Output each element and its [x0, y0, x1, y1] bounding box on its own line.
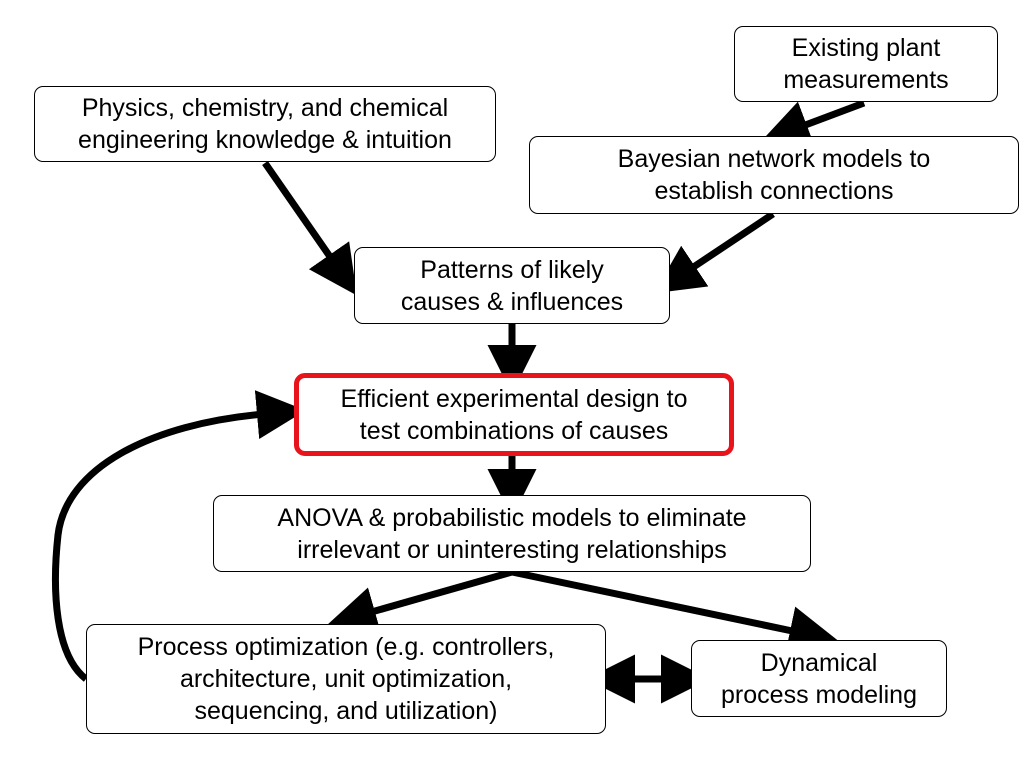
- node-text-line: process modeling: [721, 680, 917, 709]
- arrow-anova-to-dynamical: [511, 568, 839, 655]
- node-text-line: irrelevant or uninteresting relationship…: [297, 535, 727, 564]
- arrow-plant-to-bayesian: [760, 99, 866, 148]
- node-text-line: Dynamical: [760, 648, 878, 677]
- node-experimental-design: Efficient experimental design to test co…: [294, 373, 734, 456]
- node-text-line: Physics, chemistry, and chemical: [81, 94, 449, 122]
- node-text-line: ANOVA & probabilistic models to eliminat…: [277, 503, 747, 532]
- arrow-anova-to-process-opt: [327, 568, 513, 635]
- node-text-line: Bayesian network models to: [617, 145, 931, 173]
- node-text-line: Process optimization (e.g. controllers,: [137, 633, 555, 661]
- node-text-line: Efficient experimental design to: [340, 384, 688, 413]
- node-text-line: Patterns of likely: [420, 255, 604, 284]
- node-text-line: architecture, unit optimization,: [179, 665, 513, 693]
- node-bayesian-network: Bayesian network models to establish con…: [529, 136, 1019, 214]
- node-text-line: establish connections: [654, 177, 894, 205]
- arrow-feedback-loop: [52, 390, 306, 682]
- node-anova-models: ANOVA & probabilistic models to eliminat…: [213, 495, 811, 572]
- node-text-line: engineering knowledge & intuition: [78, 126, 452, 154]
- arrow-bayesian-to-patterns: [654, 211, 775, 294]
- node-process-optimization: Process optimization (e.g. controllers, …: [86, 624, 606, 734]
- arrow-physics-to-patterns: [262, 161, 357, 296]
- node-text-line: measurements: [783, 66, 949, 94]
- node-text-line: Existing plant: [791, 34, 941, 62]
- node-text-line: sequencing, and utilization): [194, 697, 498, 725]
- node-physics-knowledge: Physics, chemistry, and chemical enginee…: [34, 86, 496, 162]
- node-patterns-of-causes: Patterns of likely causes & influences: [354, 247, 670, 324]
- node-existing-plant-measurements: Existing plant measurements: [734, 26, 998, 102]
- node-dynamical-process-modeling: Dynamical process modeling: [691, 640, 947, 717]
- node-text-line: test combinations of causes: [359, 416, 669, 445]
- node-text-line: causes & influences: [400, 287, 624, 316]
